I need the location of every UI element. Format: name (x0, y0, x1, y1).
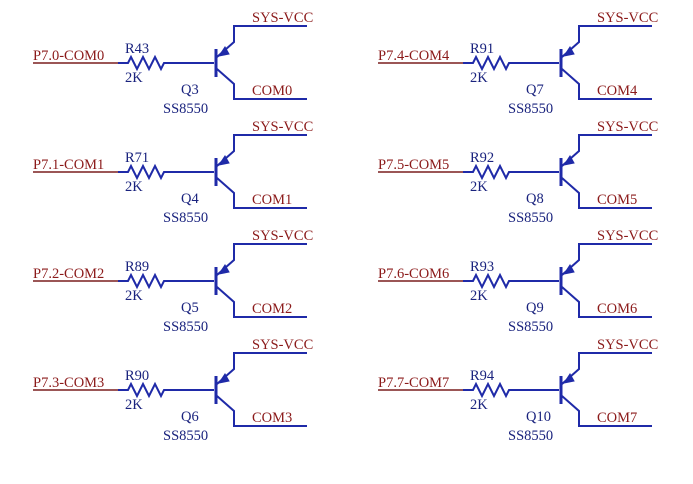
collector-lead (561, 286, 652, 318)
collector-lead (216, 177, 307, 209)
emitter-arrow-icon (562, 373, 575, 384)
supply-net-label: SYS-VCC (252, 10, 313, 26)
output-net-label: COM0 (252, 83, 292, 99)
input-net-label: P7.1-COM1 (33, 157, 104, 173)
resistor-symbol (463, 163, 559, 181)
input-net-label: P7.7-COM7 (378, 375, 449, 391)
resistor-symbol (118, 272, 214, 290)
supply-net-label: SYS-VCC (597, 337, 658, 353)
input-net-label: P7.0-COM0 (33, 48, 104, 64)
transistor-part-label: SS8550 (508, 101, 553, 117)
collector-lead (216, 68, 307, 100)
supply-net-label: SYS-VCC (597, 119, 658, 135)
resistor-symbol (118, 163, 214, 181)
resistor-ref-label: R43 (125, 41, 149, 57)
emitter-lead (561, 25, 652, 58)
input-net-label: P7.5-COM5 (378, 157, 449, 173)
emitter-arrow-icon (562, 155, 575, 166)
resistor-ref-label: R94 (470, 368, 495, 384)
output-net-label: COM3 (252, 410, 292, 426)
emitter-arrow-icon (562, 264, 575, 275)
transistor-ref-label: Q7 (526, 82, 544, 98)
resistor-symbol (118, 54, 214, 72)
transistor-part-label: SS8550 (163, 319, 208, 335)
emitter-lead (561, 352, 652, 385)
transistor-part-label: SS8550 (508, 428, 553, 444)
resistor-ref-label: R71 (125, 150, 149, 166)
resistor-ref-label: R91 (470, 41, 494, 57)
transistor-part-label: SS8550 (508, 319, 553, 335)
resistor-value-label: 2K (125, 179, 143, 195)
resistor-symbol (463, 381, 559, 399)
input-net-label: P7.4-COM4 (378, 48, 450, 64)
resistor-value-label: 2K (470, 288, 488, 304)
output-net-label: COM7 (597, 410, 637, 426)
resistor-symbol (463, 272, 559, 290)
input-net-label: P7.2-COM2 (33, 266, 104, 282)
transistor-ref-label: Q8 (526, 191, 544, 207)
transistor-ref-label: Q9 (526, 300, 544, 316)
resistor-value-label: 2K (125, 397, 143, 413)
emitter-lead (561, 243, 652, 276)
collector-lead (561, 395, 652, 427)
resistor-symbol (463, 54, 559, 72)
emitter-lead (561, 134, 652, 167)
resistor-value-label: 2K (470, 397, 488, 413)
supply-net-label: SYS-VCC (252, 119, 313, 135)
emitter-lead (216, 352, 307, 385)
transistor-ref-label: Q10 (526, 409, 551, 425)
resistor-value-label: 2K (470, 70, 488, 86)
collector-lead (561, 177, 652, 209)
collector-lead (216, 286, 307, 318)
resistor-ref-label: R90 (125, 368, 149, 384)
supply-net-label: SYS-VCC (597, 228, 658, 244)
transistor-part-label: SS8550 (163, 101, 208, 117)
resistor-ref-label: R92 (470, 150, 494, 166)
resistor-value-label: 2K (125, 70, 143, 86)
emitter-arrow-icon (217, 264, 230, 275)
supply-net-label: SYS-VCC (252, 337, 313, 353)
emitter-lead (216, 134, 307, 167)
resistor-symbol (118, 381, 214, 399)
output-net-label: COM4 (597, 83, 638, 99)
output-net-label: COM1 (252, 192, 292, 208)
transistor-ref-label: Q3 (181, 82, 199, 98)
resistor-ref-label: R93 (470, 259, 494, 275)
transistor-ref-label: Q6 (181, 409, 199, 425)
transistor-ref-label: Q4 (181, 191, 199, 207)
output-net-label: COM2 (252, 301, 292, 317)
resistor-ref-label: R89 (125, 259, 149, 275)
transistor-part-label: SS8550 (163, 210, 208, 226)
supply-net-label: SYS-VCC (252, 228, 313, 244)
resistor-value-label: 2K (470, 179, 488, 195)
emitter-arrow-icon (562, 46, 575, 57)
emitter-arrow-icon (217, 46, 230, 57)
resistor-value-label: 2K (125, 288, 143, 304)
input-net-label: P7.6-COM6 (378, 266, 449, 282)
output-net-label: COM5 (597, 192, 637, 208)
transistor-ref-label: Q5 (181, 300, 199, 316)
emitter-arrow-icon (217, 373, 230, 384)
output-net-label: COM6 (597, 301, 637, 317)
supply-net-label: SYS-VCC (597, 10, 658, 26)
emitter-lead (216, 243, 307, 276)
input-net-label: P7.3-COM3 (33, 375, 104, 391)
collector-lead (216, 395, 307, 427)
transistor-part-label: SS8550 (163, 428, 208, 444)
transistor-part-label: SS8550 (508, 210, 553, 226)
collector-lead (561, 68, 652, 100)
emitter-lead (216, 25, 307, 58)
emitter-arrow-icon (217, 155, 230, 166)
